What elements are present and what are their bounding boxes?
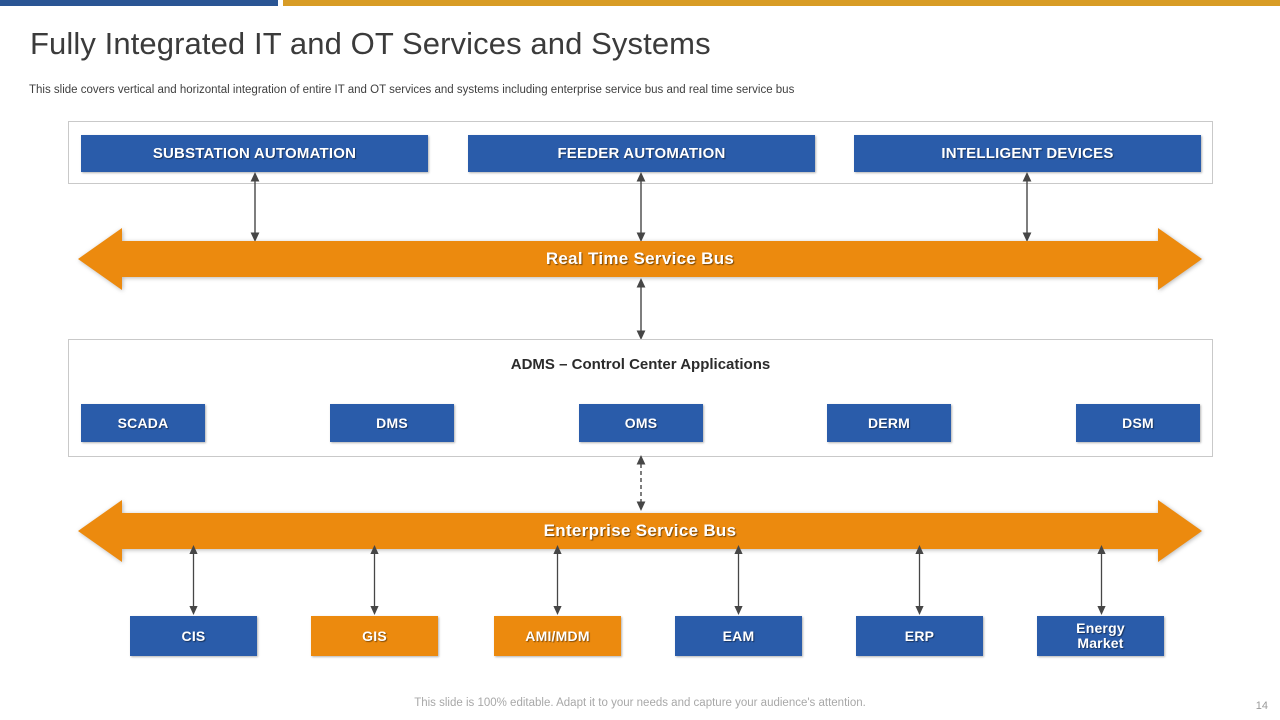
box-label: DERM	[867, 414, 911, 431]
top-accent-bar-blue	[0, 0, 278, 6]
connector-esb-to-energy-market	[1095, 545, 1108, 615]
adms-caption: ADMS – Control Center Applications	[510, 356, 771, 373]
connector-esb-to-eam	[732, 545, 745, 615]
box-eam[interactable]: EAM	[675, 616, 802, 656]
box-label: INTELLIGENT DEVICES	[941, 144, 1114, 162]
box-label: SCADA	[117, 414, 169, 431]
box-label-line2: Market	[1077, 635, 1124, 651]
box-feeder-automation[interactable]: FEEDER AUTOMATION	[468, 135, 815, 172]
connector-adms-to-esb	[634, 455, 648, 511]
box-ami-mdm[interactable]: AMI/MDM	[494, 616, 621, 656]
box-energy-market[interactable]: Energy Market	[1037, 616, 1164, 656]
box-label: AMI/MDM	[525, 627, 590, 644]
connector-substation-to-rtbus	[248, 172, 262, 242]
connector-esb-to-gis	[368, 545, 381, 615]
box-intelligent-devices[interactable]: INTELLIGENT DEVICES	[854, 135, 1201, 172]
box-derm[interactable]: DERM	[827, 404, 951, 442]
connector-intelligent-devices-to-rtbus	[1020, 172, 1034, 242]
box-label: DMS	[376, 414, 408, 431]
box-substation-automation[interactable]: SUBSTATION AUTOMATION	[81, 135, 428, 172]
page-number: 14	[1255, 700, 1268, 712]
box-scada[interactable]: SCADA	[81, 404, 205, 442]
box-dms[interactable]: DMS	[330, 404, 454, 442]
connector-esb-to-ami-mdm	[551, 545, 564, 615]
box-label: FEEDER AUTOMATION	[557, 144, 726, 162]
connector-rtbus-to-adms	[634, 278, 648, 340]
box-erp[interactable]: ERP	[856, 616, 983, 656]
page-subtitle: This slide covers vertical and horizonta…	[29, 84, 795, 96]
box-label: CIS	[181, 627, 206, 644]
connector-esb-to-erp	[913, 545, 926, 615]
box-label: GIS	[362, 627, 387, 644]
connector-feeder-to-rtbus	[634, 172, 648, 242]
top-accent-bar-gold	[283, 0, 1280, 6]
box-label: OMS	[624, 414, 658, 431]
box-label: DSM	[1122, 414, 1154, 431]
footer-note: This slide is 100% editable. Adapt it to…	[414, 697, 866, 709]
box-gis[interactable]: GIS	[311, 616, 438, 656]
box-label: SUBSTATION AUTOMATION	[152, 144, 357, 162]
page-title: Fully Integrated IT and OT Services and …	[30, 26, 711, 61]
box-label: ERP	[904, 627, 935, 644]
box-cis[interactable]: CIS	[130, 616, 257, 656]
box-label: EAM	[722, 627, 755, 644]
enterprise-service-bus[interactable]: Enterprise Service Bus	[78, 500, 1202, 562]
box-label-line1: Energy	[1076, 620, 1125, 637]
box-dsm[interactable]: DSM	[1076, 404, 1200, 442]
connector-esb-to-cis	[187, 545, 200, 615]
box-oms[interactable]: OMS	[579, 404, 703, 442]
